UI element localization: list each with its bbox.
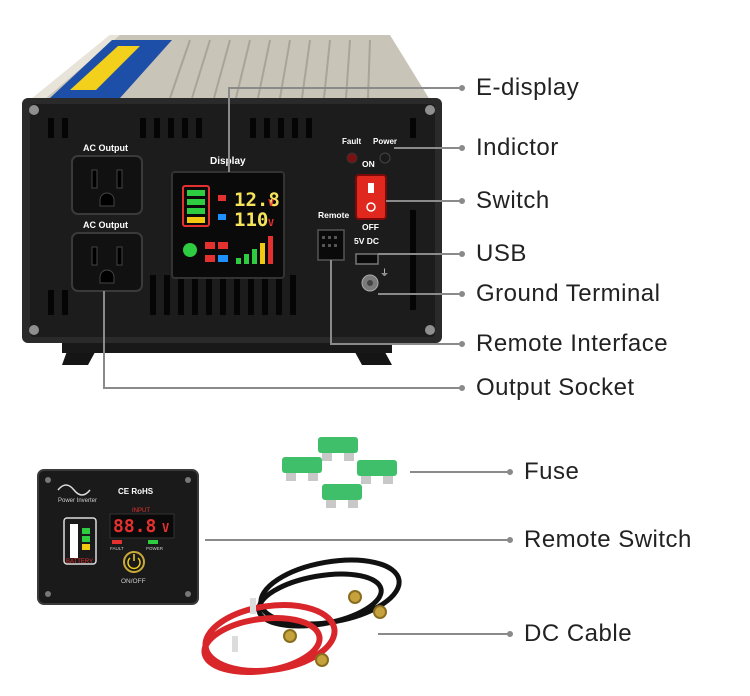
svg-text:OFF: OFF (362, 222, 379, 232)
ac-outlet-top: AC Output (71, 143, 143, 215)
svg-text:Power: Power (373, 137, 397, 146)
svg-text:V: V (268, 218, 274, 229)
dc-cables (201, 557, 402, 675)
lcd-display: Display 12.8 V 110 V (171, 156, 285, 279)
svg-text:88.8: 88.8 (113, 516, 156, 537)
svg-text:5V DC: 5V DC (354, 236, 379, 246)
svg-text:ON: ON (362, 159, 375, 169)
callout-indicator: Indictor (476, 134, 559, 161)
leader-lines (103, 85, 513, 637)
svg-text:12.8: 12.8 (234, 189, 280, 211)
callout-e-display: E-display (476, 74, 580, 101)
fuse-group (282, 437, 397, 508)
svg-text:AC Output: AC Output (83, 220, 128, 230)
callout-usb: USB (476, 240, 527, 267)
svg-text:Fault: Fault (342, 137, 361, 146)
remote-port: Remote (317, 210, 349, 261)
svg-text:FAULT: FAULT (110, 546, 124, 551)
svg-text:BATTERY: BATTERY (66, 559, 93, 565)
fuse (318, 437, 358, 461)
callout-remote-interface: Remote Interface (476, 330, 669, 357)
fuse (282, 457, 322, 481)
ground-terminal: ⏚ (361, 268, 389, 292)
indicator-leds: Fault Power ON (342, 137, 397, 169)
svg-text:AC Output: AC Output (83, 143, 128, 153)
callout-fuse: Fuse (524, 458, 580, 485)
svg-text:⏚: ⏚ (380, 268, 389, 278)
power-switch: OFF (355, 174, 387, 232)
svg-text:Remote: Remote (318, 210, 349, 220)
svg-text:CE RoHS: CE RoHS (118, 487, 154, 496)
usb-port: 5V DC (354, 236, 379, 265)
fuse (322, 484, 362, 508)
svg-text:INPUT: INPUT (132, 508, 150, 514)
svg-text:V: V (162, 521, 169, 535)
callout-switch: Switch (476, 187, 550, 214)
fuse (357, 460, 397, 484)
callout-dc-cable: DC Cable (524, 620, 633, 647)
svg-text:POWER: POWER (146, 546, 164, 551)
remote-switch-panel: Power Inverter CE RoHS BATTERY INPUT 88.… (37, 469, 199, 605)
svg-text:V: V (268, 198, 274, 209)
svg-text:ON/OFF: ON/OFF (121, 578, 146, 585)
callout-output-socket: Output Socket (476, 374, 635, 401)
ac-outlet-bottom: AC Output (71, 220, 143, 292)
svg-text:110: 110 (234, 209, 268, 231)
callout-ground-terminal: Ground Terminal (476, 280, 661, 307)
svg-text:Power Inverter: Power Inverter (58, 498, 97, 504)
callout-remote-switch: Remote Switch (524, 526, 692, 553)
